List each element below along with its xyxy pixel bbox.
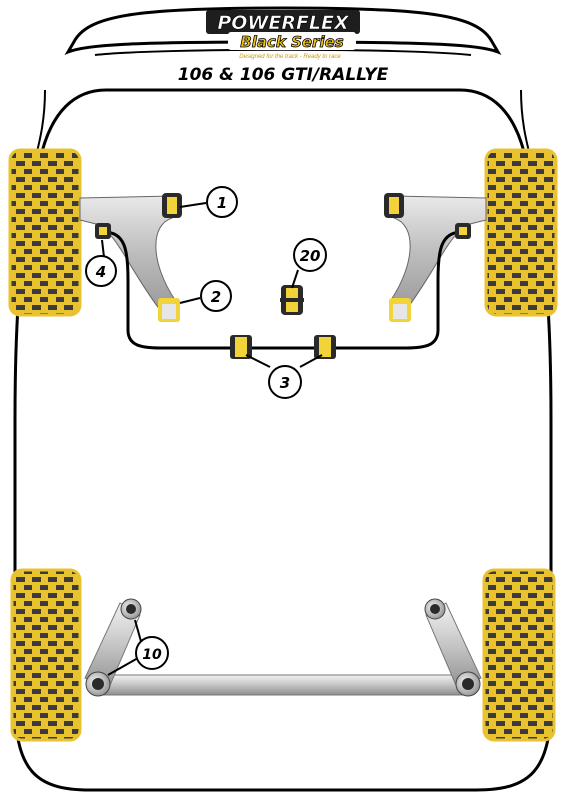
svg-text:1: 1 xyxy=(217,194,227,212)
svg-text:20: 20 xyxy=(300,247,321,265)
callout-20: 20 xyxy=(293,238,327,272)
callout-2: 2 xyxy=(200,280,232,312)
bush-front-wishbone-rear-right xyxy=(389,298,411,322)
bush-arb-mount-right xyxy=(314,335,336,359)
bush-arb-link-right xyxy=(455,223,471,239)
rear-right-tyre xyxy=(482,568,556,742)
callout-10: 10 xyxy=(135,636,169,670)
bush-front-wishbone-front-right xyxy=(384,193,404,218)
svg-text:3: 3 xyxy=(280,374,290,392)
anti-roll-bar xyxy=(103,230,463,350)
callout-leader-lines xyxy=(101,202,323,676)
model-title: 106 & 106 GTI/RALLYE xyxy=(178,65,389,85)
bush-gearbox-mount xyxy=(280,285,304,315)
rear-left-tyre xyxy=(10,568,82,742)
callout-4: 4 xyxy=(85,255,117,287)
callout-3: 3 xyxy=(268,365,302,399)
bush-front-wishbone-rear-left xyxy=(158,298,180,322)
svg-text:4: 4 xyxy=(95,263,106,281)
powerflex-logo: POWERFLEX Black Series Designed for the … xyxy=(206,10,360,60)
svg-text:2: 2 xyxy=(211,288,221,306)
svg-text:10: 10 xyxy=(142,647,162,663)
bush-arb-link-left xyxy=(95,223,111,239)
svg-text:POWERFLEX: POWERFLEX xyxy=(217,12,350,34)
svg-text:Designed for the track - Ready: Designed for the track - Ready to race xyxy=(239,54,341,60)
front-left-tyre xyxy=(8,148,82,317)
rear-right-front-bush-core xyxy=(430,604,440,614)
rear-axle-tube xyxy=(97,674,471,696)
front-right-tyre xyxy=(484,148,558,317)
bush-arb-mount-left xyxy=(230,335,252,359)
rear-right-hub-bush-core xyxy=(462,678,474,690)
callout-1: 1 xyxy=(206,186,238,218)
svg-text:Black Series: Black Series xyxy=(240,33,343,51)
bush-front-wishbone-front-left xyxy=(162,193,182,218)
rear-left-hub-bush-core xyxy=(92,678,104,690)
rear-left-front-bush-core xyxy=(126,604,136,614)
